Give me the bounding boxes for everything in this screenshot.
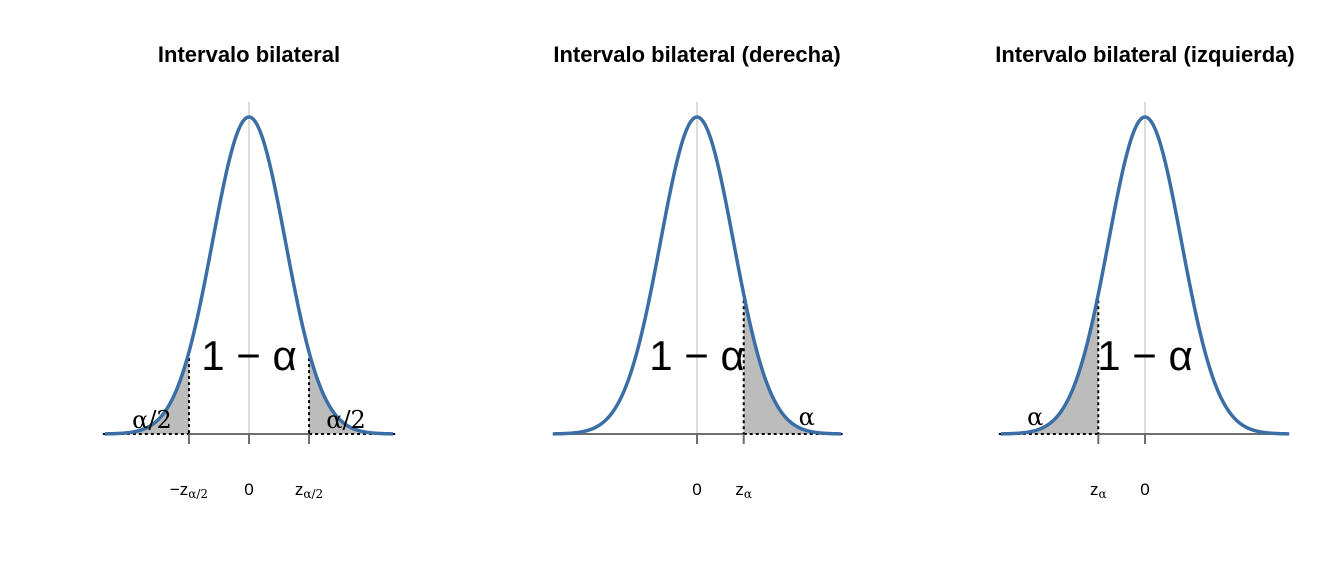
tick-label-subscript: α/2 (303, 487, 323, 501)
tick-label-main: z (295, 480, 304, 499)
panel-title: Intervalo bilateral (derecha) (553, 42, 840, 67)
x-tick-label: −zα/2 (170, 480, 208, 501)
right-tail-label: α (799, 403, 815, 431)
right-tail-label: α/2 (326, 406, 366, 434)
x-axis-ticks: zα 0 (1090, 434, 1150, 501)
tick-label-main: z (1090, 480, 1099, 499)
tick-label-subscript: α (744, 487, 752, 501)
left-tail-area (1000, 294, 1099, 434)
x-tick-label: zα (1090, 480, 1107, 501)
tick-label-subscript: α (1098, 487, 1106, 501)
panel-title: Intervalo bilateral (izquierda) (995, 42, 1295, 67)
right-tail-area (743, 294, 842, 434)
x-tick-label: 0 (1140, 480, 1149, 499)
x-tick-label: zα/2 (295, 480, 323, 501)
left-tail-label: α (1027, 403, 1043, 431)
density-curve (1000, 115, 1290, 436)
panel-title: Intervalo bilateral (158, 42, 340, 67)
left-tail-area (104, 352, 189, 434)
tick-label-subscript: α/2 (188, 487, 208, 501)
left-tail-label: α/2 (132, 406, 172, 434)
density-curve (104, 115, 394, 436)
x-tick-label: 0 (244, 480, 253, 499)
x-axis-ticks: 0 zα (692, 434, 752, 501)
confidence-label: 1 − α (649, 332, 745, 379)
tick-label-main: 0 (244, 480, 253, 499)
density-curve (552, 115, 842, 436)
tick-label-main: 0 (692, 480, 701, 499)
right-tail-area (309, 352, 394, 434)
panel-left-tail: Intervalo bilateral (izquierda) 1 − α α … (995, 42, 1295, 501)
tick-label-main: 0 (1140, 480, 1149, 499)
confidence-label: 1 − α (1097, 332, 1193, 379)
confidence-label: 1 − α (201, 332, 297, 379)
tick-label-main: z (735, 480, 744, 499)
x-tick-label: zα (735, 480, 752, 501)
tick-label-main: −z (170, 480, 188, 499)
x-tick-label: 0 (692, 480, 701, 499)
panel-right-tail: Intervalo bilateral (derecha) 1 − α α 0 z… (552, 42, 844, 501)
